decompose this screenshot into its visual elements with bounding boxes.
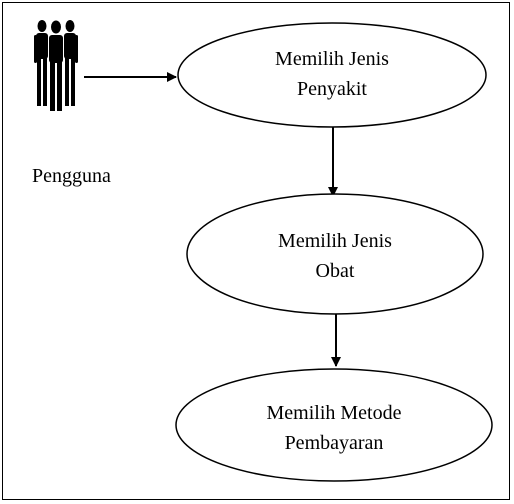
node-label-1-line1: Memilih Jenis <box>275 48 389 70</box>
node-label-3-line2: Pembayaran <box>284 432 384 454</box>
node-label-1: Memilih Jenis Penyakit <box>232 41 432 107</box>
node-label-2: Memilih Jenis Obat <box>235 225 435 287</box>
node-ellipse-2 <box>186 193 484 315</box>
node-label-2-line2: Obat <box>315 260 355 282</box>
diagram-frame <box>2 2 510 500</box>
node-label-2-line1: Memilih Jenis <box>278 230 392 252</box>
node-ellipse-1 <box>177 22 487 128</box>
actor-label: Pengguna <box>32 165 111 187</box>
people-group-icon <box>34 20 78 111</box>
node-ellipse-3 <box>175 368 493 482</box>
node-label-3-line1: Memilih Metode <box>266 402 402 424</box>
node-label-1-line2: Penyakit <box>297 78 367 100</box>
node-label-3: Memilih Metode Pembayaran <box>224 395 444 461</box>
